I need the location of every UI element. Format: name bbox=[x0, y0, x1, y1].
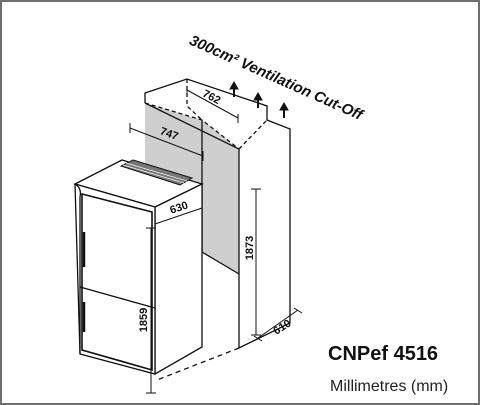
appliance bbox=[73, 159, 204, 376]
dim-niche-width: 747 bbox=[158, 125, 179, 143]
ventilation-label: 300cm² Ventilation Cut-Off bbox=[187, 32, 367, 125]
dim-appliance-height: 1859 bbox=[138, 308, 150, 332]
dim-niche-height: 1873 bbox=[244, 236, 256, 260]
ventilation-arrows bbox=[229, 80, 289, 118]
model-name: CNPef 4516 bbox=[328, 343, 439, 365]
dim-appliance-depth: 630 bbox=[168, 200, 189, 217]
dimension-lines bbox=[129, 86, 303, 394]
dim-niche-depth: 762 bbox=[200, 88, 222, 107]
units-label: Millimetres (mm) bbox=[330, 378, 449, 395]
